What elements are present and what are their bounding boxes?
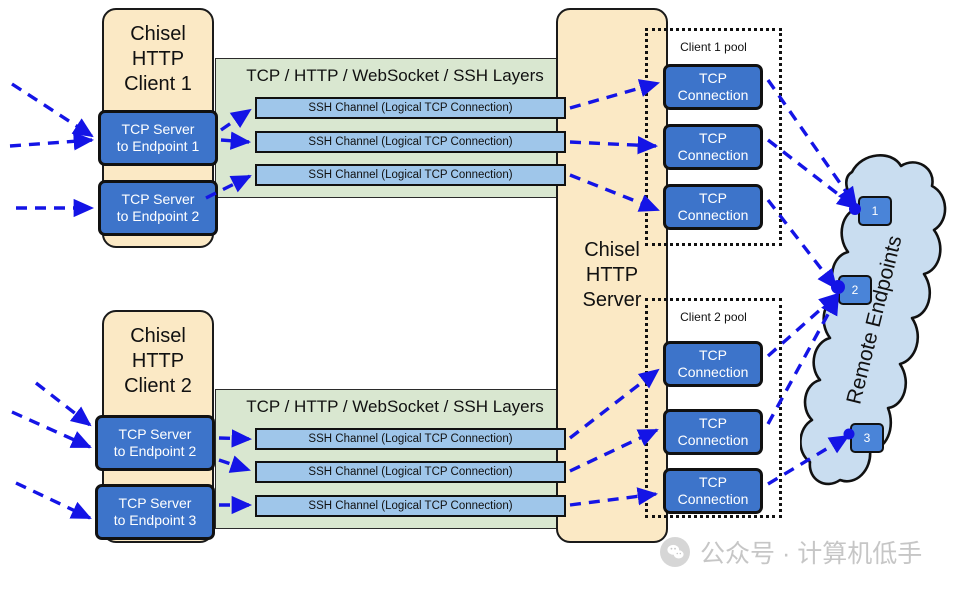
server-title: Chisel HTTP Server: [583, 238, 642, 313]
tcp-connection-label-line-1: TCP: [698, 474, 727, 490]
server-title-line-2: HTTP: [585, 264, 639, 286]
ssh-channel-label: SSH Channel (Logical TCP Connection): [308, 433, 513, 445]
remote-endpoint-2[interactable]: 2: [838, 275, 872, 305]
pool2-tcp-connection-1[interactable]: TCP Connection: [663, 341, 763, 387]
tcp-connection-label-line-1: TCP: [698, 70, 727, 86]
client1-ssh-channel-3[interactable]: SSH Channel (Logical TCP Connection): [255, 164, 566, 186]
tcp-connection-label-line-2: Connection: [677, 364, 749, 380]
tcp-server-label-line-1: TCP Server: [118, 426, 192, 442]
tcp-server-label-line-1: TCP Server: [121, 191, 195, 207]
client2-title-line-2: HTTP: [131, 350, 185, 372]
wechat-icon: [660, 537, 690, 567]
server-title-line-3: Server: [582, 289, 642, 311]
client1-ssh-channel-2[interactable]: SSH Channel (Logical TCP Connection): [255, 131, 566, 153]
tcp-connection-label-line-1: TCP: [698, 415, 727, 431]
server-title-line-1: Chisel: [584, 239, 640, 261]
tcp-connection-label-line-2: Connection: [677, 147, 749, 163]
client1-title-line-3: Client 1: [124, 73, 192, 95]
client1-title: Chisel HTTP Client 1: [124, 10, 192, 97]
endpoint-number: 1: [871, 204, 879, 218]
wechat-glyph: [666, 544, 684, 559]
ssh-channel-label: SSH Channel (Logical TCP Connection): [308, 169, 513, 181]
watermark: 公众号 · 计算机低手: [660, 534, 922, 570]
client-1-pool-label: Client 1 pool: [680, 40, 747, 54]
ssh-channel-label: SSH Channel (Logical TCP Connection): [308, 466, 513, 478]
client2-tcp-server-endpoint-2[interactable]: TCP Server to Endpoint 2: [95, 415, 215, 471]
pool2-tcp-connection-2[interactable]: TCP Connection: [663, 409, 763, 455]
tcp-server-label-line-2: to Endpoint 2: [116, 208, 200, 224]
ssh-channel-label: SSH Channel (Logical TCP Connection): [308, 500, 513, 512]
client-2-pool-label: Client 2 pool: [680, 310, 747, 324]
remote-endpoints-cloud: Remote Endpoints 1 2 3: [799, 150, 950, 490]
remote-endpoint-3[interactable]: 3: [850, 423, 884, 453]
endpoint-number: 2: [851, 283, 859, 297]
tcp-server-label-line-2: to Endpoint 3: [113, 512, 197, 528]
client1-layers-label: TCP / HTTP / WebSocket / SSH Layers: [246, 66, 544, 85]
client2-ssh-channel-1[interactable]: SSH Channel (Logical TCP Connection): [255, 428, 566, 450]
tcp-server-label-line-2: to Endpoint 1: [116, 138, 200, 154]
client1-tcp-server-endpoint-2[interactable]: TCP Server to Endpoint 2: [98, 180, 218, 236]
ssh-channel-label: SSH Channel (Logical TCP Connection): [308, 102, 513, 114]
tcp-connection-label-line-1: TCP: [698, 347, 727, 363]
client1-tcp-server-endpoint-1[interactable]: TCP Server to Endpoint 1: [98, 110, 218, 166]
tcp-connection-label-line-2: Connection: [677, 87, 749, 103]
tcp-server-label-line-1: TCP Server: [118, 495, 192, 511]
pool2-tcp-connection-3[interactable]: TCP Connection: [663, 468, 763, 514]
tcp-connection-label-line-2: Connection: [677, 491, 749, 507]
client2-ssh-channel-3[interactable]: SSH Channel (Logical TCP Connection): [255, 495, 566, 517]
tcp-connection-label-line-2: Connection: [677, 207, 749, 223]
tcp-server-label-line-1: TCP Server: [121, 121, 195, 137]
client1-title-line-2: HTTP: [131, 48, 185, 70]
client2-layers-label: TCP / HTTP / WebSocket / SSH Layers: [246, 397, 544, 416]
client2-title-line-3: Client 2: [124, 375, 192, 397]
client1-title-line-1: Chisel: [130, 23, 186, 45]
ssh-channel-label: SSH Channel (Logical TCP Connection): [308, 136, 513, 148]
tcp-connection-label-line-2: Connection: [677, 432, 749, 448]
pool1-tcp-connection-1[interactable]: TCP Connection: [663, 64, 763, 110]
remote-endpoint-1[interactable]: 1: [858, 196, 892, 226]
pool1-tcp-connection-2[interactable]: TCP Connection: [663, 124, 763, 170]
client1-ssh-channel-1[interactable]: SSH Channel (Logical TCP Connection): [255, 97, 566, 119]
endpoint-number: 3: [863, 431, 871, 445]
tcp-server-label-line-2: to Endpoint 2: [113, 443, 197, 459]
tcp-connection-label-line-1: TCP: [698, 130, 727, 146]
tcp-connection-label-line-1: TCP: [698, 190, 727, 206]
client2-title-line-1: Chisel: [130, 325, 186, 347]
watermark-text: 公众号 · 计算机低手: [700, 540, 923, 568]
client2-tcp-server-endpoint-3[interactable]: TCP Server to Endpoint 3: [95, 484, 215, 540]
client2-ssh-channel-2[interactable]: SSH Channel (Logical TCP Connection): [255, 461, 566, 483]
client2-title: Chisel HTTP Client 2: [124, 312, 192, 399]
pool1-tcp-connection-3[interactable]: TCP Connection: [663, 184, 763, 230]
